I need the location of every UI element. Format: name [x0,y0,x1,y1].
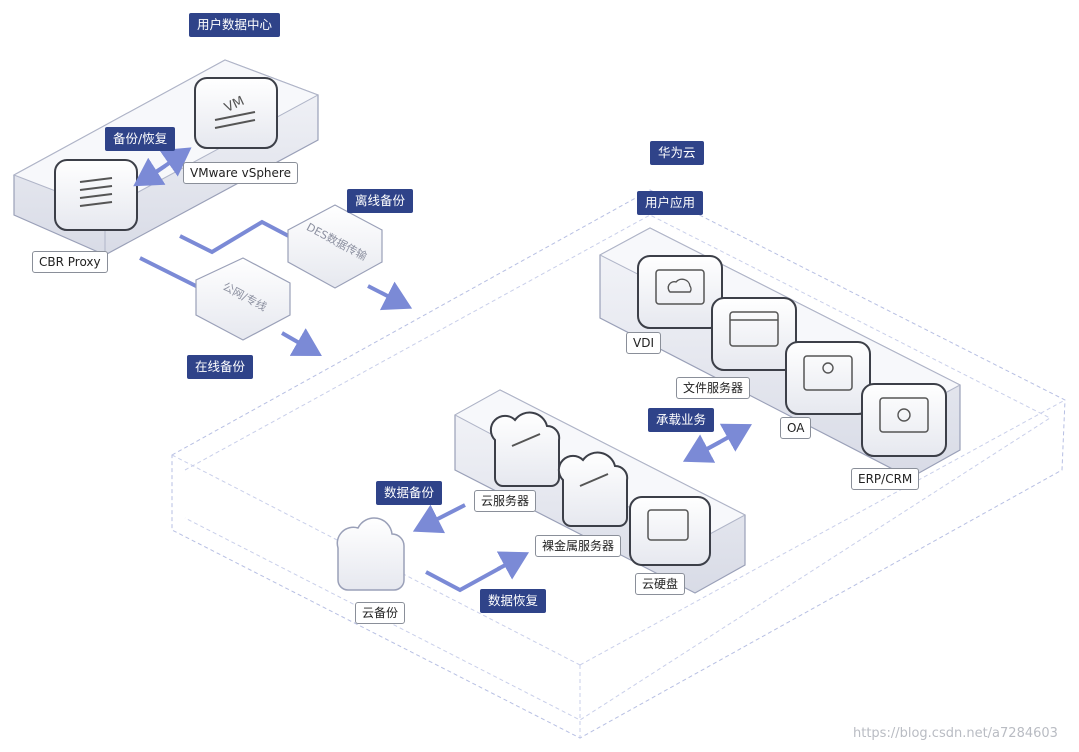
vdi-label: VDI [626,332,661,354]
cloud-server-label: 云服务器 [474,490,537,512]
carry-business-arrow [682,423,752,463]
vdi-device [637,255,723,329]
erp-crm-device [861,383,947,457]
oa-label: OA [780,417,812,439]
user-datacenter-tag: 用户数据中心 [189,13,281,37]
erp-crm-label: ERP/CRM [851,468,920,490]
huawei-cloud-region [171,189,1066,739]
backup-restore-tag: 备份/恢复 [105,127,176,151]
cloud-backup-label: 云备份 [355,602,406,624]
file-server-device [711,297,797,371]
cbr-proxy-label: CBR Proxy [32,251,108,273]
data-backup-arrow [412,503,466,534]
data-backup-tag: 数据备份 [376,481,443,505]
online-backup-tag: 在线备份 [187,355,254,379]
huawei-cloud-tag: 华为云 [650,141,704,165]
vm-device: VM [194,77,278,149]
cloud-disk-device [629,496,711,566]
backup-restore-arrow [133,147,192,187]
data-restore-arrow [425,551,530,593]
user-apps-tag: 用户应用 [637,191,704,215]
oa-device [785,341,871,415]
bare-metal-device [557,451,629,527]
online-backup-path: 公网/专线 [139,256,322,356]
offline-backup-path: DES数据传输 [179,204,413,311]
data-restore-tag: 数据恢复 [480,589,547,613]
cloud-server-device [489,411,561,487]
file-server-label: 文件服务器 [676,377,751,399]
offline-backup-tag: 离线备份 [347,189,414,213]
carry-business-tag: 承载业务 [648,408,715,432]
cloud-backup-device [336,517,405,591]
cbr-proxy-device [54,159,138,231]
watermark: https://blog.csdn.net/a7284603 [853,726,1058,741]
cloud-disk-label: 云硬盘 [635,573,686,595]
vmware-label: VMware vSphere [183,162,298,184]
bare-metal-label: 裸金属服务器 [535,535,622,557]
